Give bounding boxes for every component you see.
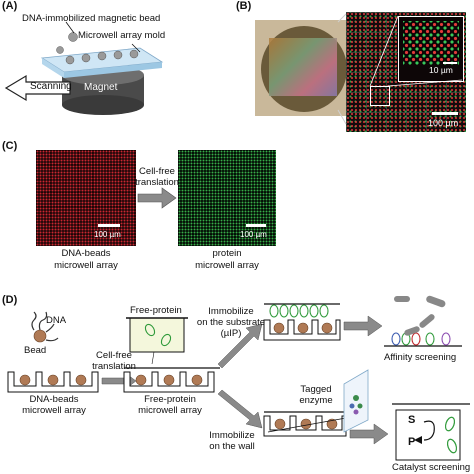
main-scale-bar [432, 112, 458, 115]
substrate-array [263, 303, 341, 341]
magnet-label: Magnet [84, 82, 118, 93]
panel-label-c: (C) [2, 140, 18, 152]
immobilize-wall-label: Immobilize on the wall [209, 430, 255, 452]
tagged-enzyme-illustration [343, 369, 369, 433]
slide-photo [255, 20, 355, 116]
microwell-mold [40, 47, 164, 78]
zoom-inset: 10 µm [398, 16, 464, 82]
free-protein-label: Free-protein [130, 305, 182, 316]
cellfree-label-c: Cell-free translation [135, 166, 179, 188]
product-p-label: P [408, 436, 416, 448]
affinity-screening-label: Affinity screening [384, 352, 457, 363]
immobilize-substrate-label: Immobilize on the substrate (µIP) [196, 306, 266, 339]
tagged-enzyme-label: Tagged enzyme [299, 384, 333, 406]
wall-array [263, 411, 347, 437]
left-scale-label: 100 µm [94, 230, 121, 239]
inset-scale-label: 10 µm [429, 65, 453, 75]
substrate-s-label: S [408, 414, 416, 426]
dna-label: DNA [46, 315, 67, 326]
panel-label-b: (B) [236, 0, 252, 12]
free-protein-caption: Free-protein microwell array [138, 394, 202, 416]
protein-array-image: 100 µm [178, 150, 276, 246]
panel-label-a: (A) [2, 0, 18, 12]
affinity-screening-illustration [384, 295, 462, 347]
bead-label-d: Bead [24, 345, 47, 356]
dna-bead-array-caption: DNA-beads microwell array [54, 248, 118, 271]
dna-bead-array-image: 100 µm [36, 150, 136, 246]
dna-microwell-caption: DNA-beads microwell array [22, 394, 86, 416]
main-scale-label: 100 µm [428, 118, 459, 128]
cellfree-label-d: Cell-free translation [92, 350, 136, 372]
right-scale-bar [246, 224, 266, 227]
protein-array-caption: protein microwell array [195, 248, 259, 271]
bead-label: DNA-immobilized magnetic bead [22, 13, 161, 24]
panel-label-d: (D) [2, 294, 18, 306]
mold-label: Microwell array mold [78, 30, 166, 41]
dna-microwell-array [7, 371, 99, 393]
right-scale-label: 100 µm [240, 230, 267, 239]
inset-scale-bar [443, 62, 457, 64]
left-scale-bar [98, 224, 120, 227]
scanning-label: Scanning [30, 81, 72, 92]
slide-array [269, 38, 337, 96]
catalyst-screening-illustration [392, 403, 470, 461]
catalyst-screening-label: Catalyst screening [392, 462, 471, 473]
fluorescent-array-image: 10 µm 100 µm [346, 12, 466, 132]
zoom-region-box [370, 86, 390, 106]
